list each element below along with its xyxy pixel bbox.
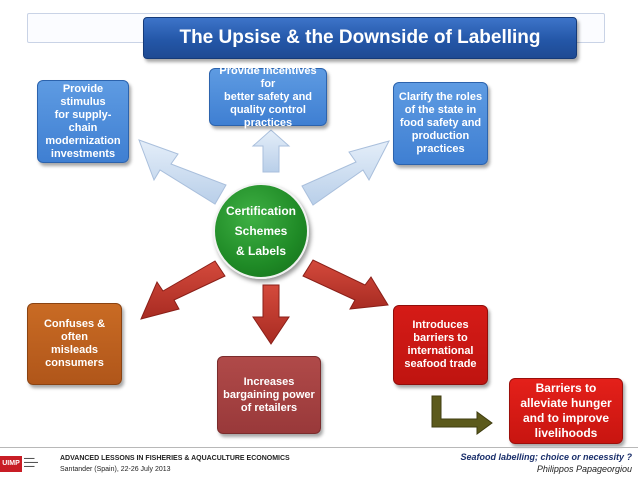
center-certification-circle: Certification Schemes & Labels	[213, 183, 309, 279]
text-line: production	[411, 130, 470, 142]
text-line: of retailers	[240, 401, 298, 414]
text-line: livelihoods	[534, 426, 598, 440]
downside-bottom-text: Increases bargaining power of retailers	[223, 376, 315, 415]
text-line: consumers	[45, 357, 104, 369]
arrow-to-upside-top	[251, 129, 291, 173]
text-line: for supply-chain	[54, 108, 112, 134]
arrow-to-upside-left	[138, 139, 227, 205]
uimp-logo: UIMP	[0, 456, 22, 472]
downside-right-text: Introduces barriers to international sea…	[404, 319, 476, 371]
upside-supply-chain-box: Provide stimulus for supply-chain modern…	[37, 80, 129, 163]
footer-course: ADVANCED LESSONS IN FISHERIES & AQUACULT…	[60, 455, 290, 462]
arrow-to-downside-right	[302, 259, 389, 310]
text-line: of the state in	[404, 104, 477, 116]
consequence-text: Barriers to alleviate hunger and to impr…	[520, 381, 611, 441]
footer-talk-title: Seafood labelling; choice or necessity ?	[460, 452, 632, 462]
center-line: Certification	[225, 204, 296, 218]
arrow-to-downside-left	[140, 260, 226, 320]
center-line: Schemes	[234, 224, 288, 238]
upside-right-text: Clarify the roles of the state in food s…	[399, 91, 482, 156]
text-line: Provide incentives for	[219, 64, 317, 90]
upside-incentives-box: Provide incentives for better safety and…	[209, 65, 327, 129]
text-line: alleviate hunger	[520, 396, 612, 410]
downside-left-text: Confuses & often misleads consumers	[32, 318, 117, 370]
text-line: quality control	[230, 103, 306, 116]
footer-place-date: Santander (Spain), 22-26 July 2013	[60, 466, 171, 473]
text-line: bargaining power	[223, 388, 315, 401]
footer-divider	[0, 447, 638, 448]
arrow-to-consequence	[431, 395, 493, 435]
footer-author: Philippos Papageorgiou	[536, 464, 632, 474]
arrow-to-upside-right	[301, 140, 390, 206]
center-line: & Labels	[235, 244, 286, 258]
downside-confuses-box: Confuses & often misleads consumers	[27, 303, 122, 385]
text-line: barriers to	[413, 332, 468, 344]
consequence-hunger-box: Barriers to alleviate hunger and to impr…	[509, 378, 623, 444]
upside-top-text: Provide incentives for better safety and…	[214, 65, 322, 130]
downside-bargaining-box: Increases bargaining power of retailers	[217, 356, 321, 434]
text-line: food safety and	[399, 117, 482, 129]
slide-title: The Upsise & the Downside of Labelling	[143, 17, 577, 59]
text-line: practices	[243, 116, 293, 129]
text-line: better safety and	[223, 90, 313, 103]
text-line: misleads	[50, 344, 99, 356]
text-line: international	[407, 345, 474, 357]
text-line: Barriers to	[535, 381, 597, 395]
text-line: practices	[416, 143, 465, 155]
downside-trade-barriers-box: Introduces barriers to international sea…	[393, 305, 488, 385]
arrow-to-downside-bottom	[252, 284, 290, 345]
text-line: Introduces	[412, 319, 469, 331]
text-line: modernization	[45, 134, 121, 147]
text-line: seafood trade	[404, 358, 477, 370]
text-line: Increases	[243, 375, 295, 388]
upside-left-text: Provide stimulus for supply-chain modern…	[42, 83, 124, 161]
text-line: investments	[50, 147, 116, 160]
logo-subtext-mark: ▬▬▬▬▬▬▬▬▬▬	[24, 456, 38, 468]
text-line: and to improve	[522, 411, 609, 425]
upside-state-roles-box: Clarify the roles of the state in food s…	[393, 82, 488, 165]
text-line: Confuses & often	[43, 318, 106, 343]
text-line: Clarify the roles	[398, 91, 483, 103]
text-line: Provide stimulus	[60, 82, 106, 108]
